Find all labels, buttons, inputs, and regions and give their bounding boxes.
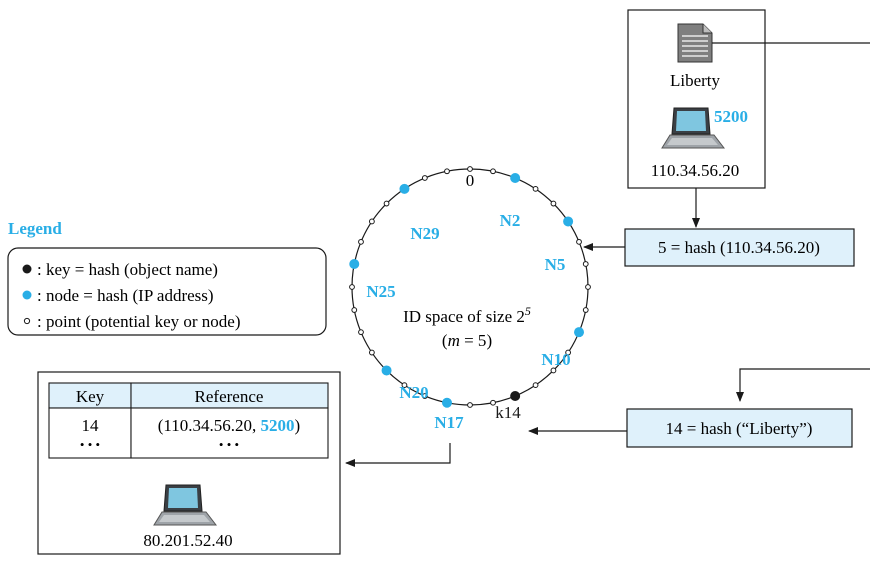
- ring-node-label-n17: N17: [434, 413, 464, 432]
- ring-node-n2: [510, 172, 521, 183]
- ring-caption-m: (m = 5): [442, 331, 492, 350]
- table-ref-ellipsis: • • •: [219, 437, 239, 452]
- n17-host-box: Key Reference 14 (110.34.56.20, 5200) • …: [37, 371, 341, 555]
- ring-point: [401, 382, 408, 389]
- source-host-box: Liberty 5200 110.34.56.20: [627, 9, 766, 189]
- ring-point: [368, 349, 375, 356]
- ring-caption-prefix: ID space of size 2: [403, 307, 525, 326]
- ring-node-n10: [574, 327, 585, 338]
- ring-point: [582, 261, 589, 267]
- ring-node-label-n29: N29: [410, 224, 439, 243]
- document-icon: [677, 23, 713, 63]
- ring-point: [383, 200, 390, 207]
- source-ip: 110.34.56.20: [651, 161, 740, 180]
- table-row-ref-cell: [130, 407, 329, 459]
- legend-point-symbol: [23, 317, 31, 325]
- key-hash-box: 14 = hash (“Liberty”): [626, 408, 853, 448]
- ring-point: [349, 284, 355, 290]
- liberty-in-line: [736, 368, 870, 402]
- ring-point: [467, 166, 473, 172]
- node-hash-box: 5 = hash (110.34.56.20): [624, 228, 855, 267]
- ring-node-n20: [381, 365, 392, 376]
- n17-to-table-arrow: [345, 443, 451, 467]
- ring-point: [550, 367, 557, 374]
- ring-node-label-n5: N5: [545, 255, 566, 274]
- ring-zero-label: 0: [466, 171, 475, 190]
- ring-key-k14: [510, 391, 521, 402]
- ring-points: [349, 166, 591, 408]
- ring-point: [490, 168, 496, 175]
- table-header-ref-cell: [130, 382, 329, 409]
- ring-point: [532, 185, 539, 192]
- ring-point: [351, 307, 358, 313]
- legend: Legend : key = hash (object name) : node…: [7, 219, 327, 336]
- laptop-icon: [153, 484, 218, 526]
- ring-point: [421, 175, 428, 181]
- ring-node-label-n25: N25: [366, 282, 395, 301]
- legend-item-node: : node = hash (IP address): [37, 286, 214, 305]
- ring-node-n25: [349, 258, 360, 269]
- legend-item-key: : key = hash (object name): [37, 260, 218, 279]
- ring-node-label-n20: N20: [399, 383, 428, 402]
- ring-node-n17: [441, 397, 452, 408]
- ring-caption-m-var: m: [448, 331, 460, 350]
- ring-point: [421, 393, 428, 399]
- ring-caption: ID space of size 25: [403, 304, 531, 326]
- table-header-key: Key: [76, 387, 105, 406]
- ring-point: [490, 399, 496, 406]
- table-row-key: 14: [82, 416, 100, 435]
- laptop-icon: [661, 107, 726, 149]
- legend-item-point: : point (potential key or node): [37, 312, 240, 331]
- ring-point: [532, 382, 539, 389]
- ring-point: [565, 349, 572, 356]
- ring-node-n5: [563, 216, 574, 227]
- table-row-ref-suffix: ): [295, 416, 301, 435]
- ring-point: [550, 200, 557, 207]
- ring-point: [582, 307, 589, 313]
- table-header-ref: Reference: [195, 387, 264, 406]
- document-name: Liberty: [670, 71, 721, 90]
- table-header-key-cell: [48, 382, 132, 409]
- ring-point: [467, 402, 473, 408]
- ring-caption-exponent: 5: [525, 304, 531, 318]
- table-row-ref-prefix: (110.34.56.20,: [158, 416, 261, 435]
- legend-key-symbol: [22, 264, 32, 274]
- ring-node-label-n2: N2: [500, 211, 521, 230]
- key-hash-frame: [626, 408, 853, 448]
- n17-host-ip: 80.201.52.40: [143, 531, 232, 550]
- source-port: 5200: [714, 107, 748, 126]
- ring-node-label-n10: N10: [541, 350, 570, 369]
- ring-caption-m-value: = 5: [464, 331, 486, 350]
- ring-key-label: k14: [495, 403, 521, 422]
- node-hash-text: 5 = hash (110.34.56.20): [658, 238, 820, 257]
- legend-node-symbol: [22, 290, 32, 300]
- ring-node-n29: [399, 183, 410, 194]
- ring-point: [358, 238, 364, 245]
- ring-point: [444, 168, 450, 175]
- table-row-ref-port: 5200: [261, 416, 295, 435]
- node-hash-frame: [624, 228, 855, 267]
- legend-title: Legend: [8, 219, 62, 238]
- key-hash-text: 14 = hash (“Liberty”): [666, 419, 813, 438]
- ring-point: [576, 238, 582, 245]
- table-row-ref: (110.34.56.20, 5200): [158, 416, 300, 435]
- legend-box: [7, 247, 327, 336]
- table-key-ellipsis: • • •: [80, 437, 100, 452]
- ring-point: [585, 284, 591, 290]
- ring-point: [358, 329, 364, 336]
- ring-point: [368, 218, 375, 225]
